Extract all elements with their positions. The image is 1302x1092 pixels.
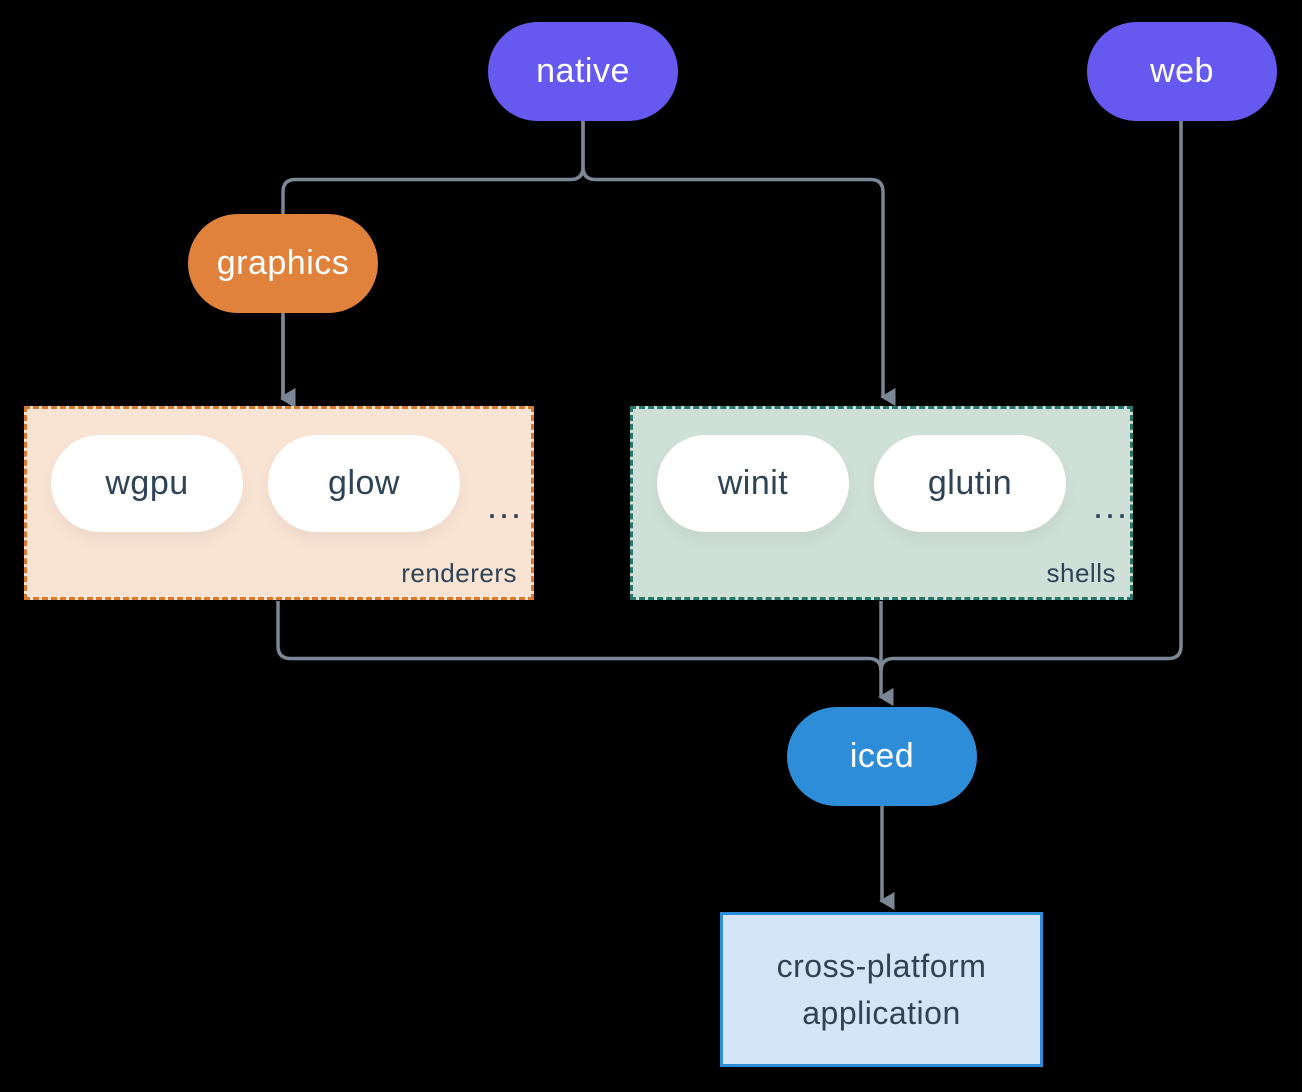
shells-ellipsis: ... <box>1093 485 1130 526</box>
node-web: web <box>1087 22 1277 121</box>
group-renderers: wgpu glow ... renderers <box>24 406 534 600</box>
group-shells: winit glutin ... shells <box>630 406 1133 600</box>
node-glow: glow <box>268 435 460 532</box>
shells-label: shells <box>1046 558 1116 588</box>
node-native: native <box>488 22 678 121</box>
edge-renderers-merge <box>276 601 883 672</box>
node-winit: winit <box>657 435 849 532</box>
edge-native-shells <box>581 121 896 407</box>
node-cross-platform-application: cross-platform application <box>720 912 1043 1067</box>
node-iced: iced <box>787 707 977 806</box>
node-graphics: graphics <box>188 214 378 313</box>
node-glutin: glutin <box>874 435 1066 532</box>
node-wgpu: wgpu <box>51 435 243 532</box>
renderers-label: renderers <box>401 558 517 588</box>
renderers-ellipsis: ... <box>487 485 524 526</box>
